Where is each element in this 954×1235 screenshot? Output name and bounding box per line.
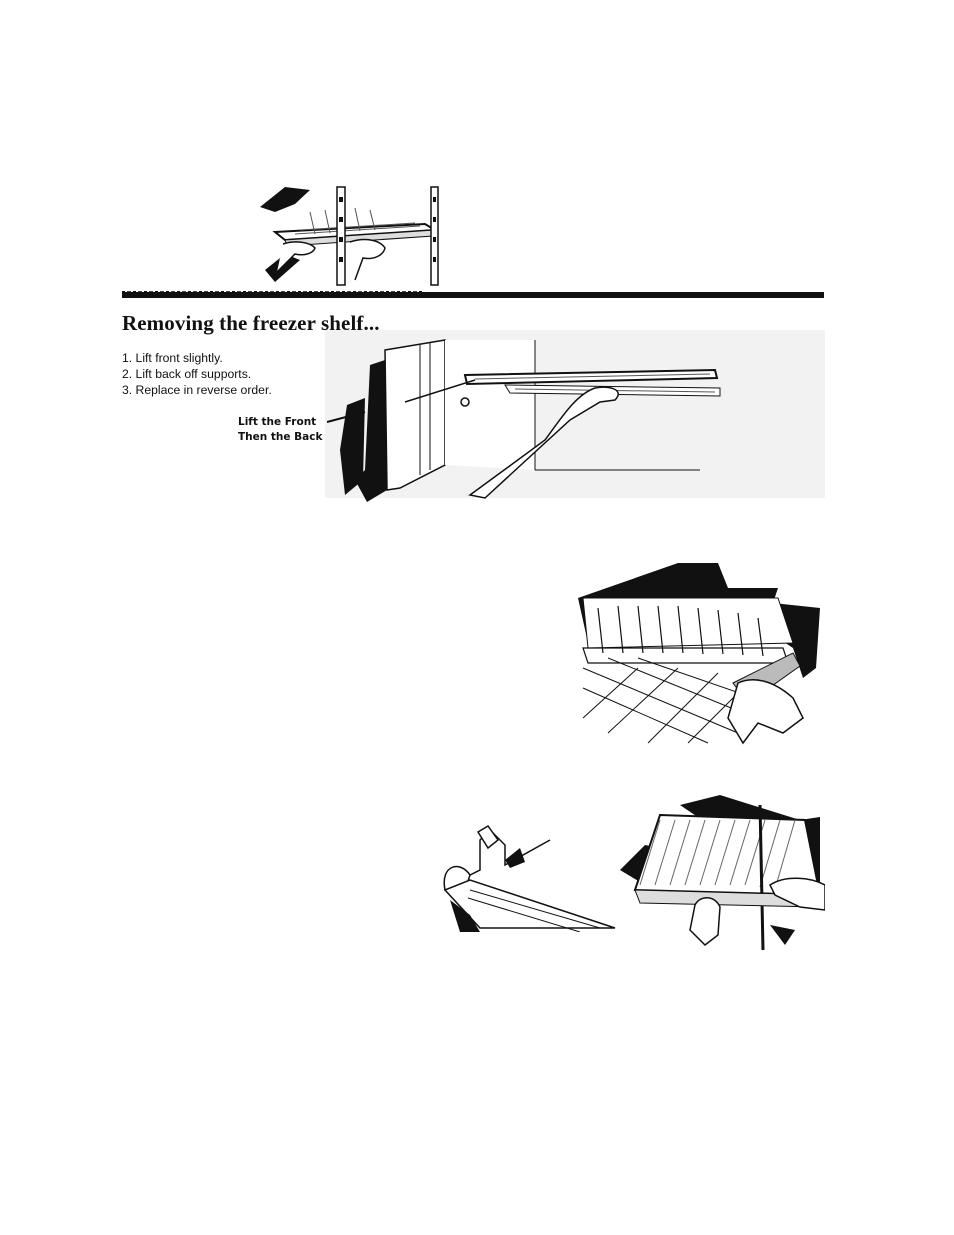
illustration-crisper-cover <box>620 795 825 955</box>
callout-label: Lift the Front Then the Back <box>238 415 322 445</box>
illustration-freezer-shelf <box>325 330 825 510</box>
step-item: 3. Replace in reverse order. <box>122 382 272 398</box>
step-item: 2. Lift back off supports. <box>122 366 272 382</box>
wire-basket-drawing <box>578 558 820 748</box>
crisper-support-drawing <box>440 820 620 932</box>
step-item: 1. Lift front slightly. <box>122 350 272 366</box>
section-divider <box>122 292 824 298</box>
illustration-wire-basket <box>578 558 820 748</box>
callout-line-1: Lift the Front <box>238 415 322 430</box>
freezer-shelf-drawing <box>325 330 825 510</box>
shelf-removal-drawing <box>255 182 445 287</box>
illustration-crisper-support <box>440 820 620 932</box>
instruction-steps: 1. Lift front slightly. 2. Lift back off… <box>122 350 272 398</box>
callout-line-2: Then the Back <box>238 430 322 445</box>
crisper-cover-drawing <box>620 795 825 955</box>
illustration-shelf-removal <box>255 182 445 287</box>
